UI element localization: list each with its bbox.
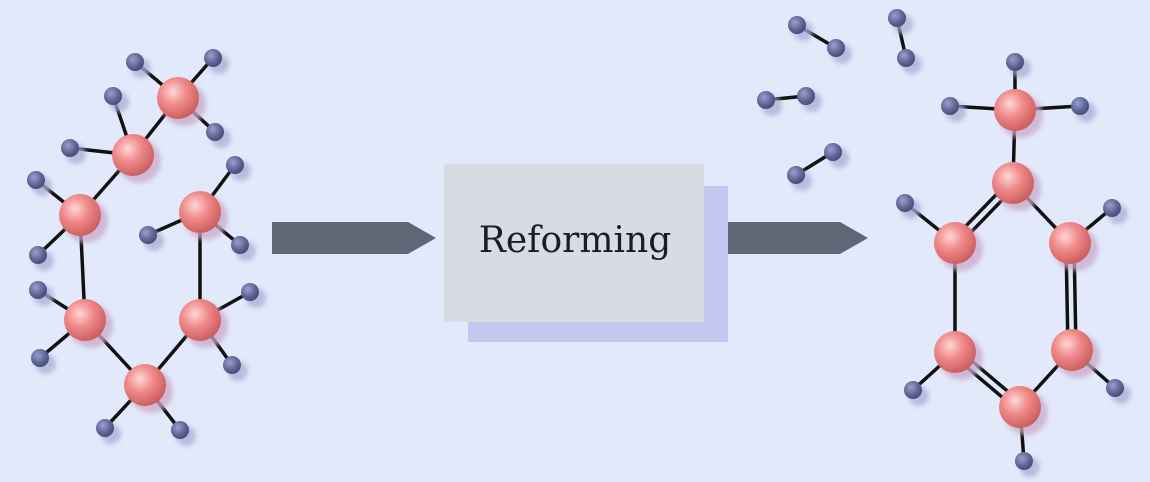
- reactant-hydrogen-atom: [29, 246, 47, 264]
- reactant-carbon-atom: [157, 77, 199, 119]
- reactant-hydrogen-atom: [96, 419, 114, 437]
- product-hydrogen-atom: [941, 97, 959, 115]
- product-carbon-atom: [934, 222, 976, 264]
- reactant-carbon-atom: [179, 299, 221, 341]
- reactant-hydrogen-atom: [104, 87, 122, 105]
- hydrogen-hydrogen-atom: [788, 16, 806, 34]
- hydrogen-molecules: [757, 9, 922, 191]
- reactant-carbon-atom: [59, 194, 101, 236]
- product-hydrogen-atom: [904, 381, 922, 399]
- reactant-hydrogen-atom: [231, 236, 249, 254]
- product-hydrogen-atom: [1015, 452, 1033, 470]
- reactant-hydrogen-atom: [171, 421, 189, 439]
- hydrogen-hydrogen-atom: [827, 39, 845, 57]
- hydrogen-atoms: [757, 9, 915, 184]
- reactant-hydrogen-atom: [61, 139, 79, 157]
- hydrogen-atom-shadows: [762, 14, 922, 191]
- reactant-carbon-atom: [64, 299, 106, 341]
- reactant-hydrogen-atom: [226, 156, 244, 174]
- reactant-hydrogen-atom: [29, 281, 47, 299]
- reactant-hydrogen-atom: [206, 123, 224, 141]
- product-hydrogen-atom: [1103, 199, 1121, 217]
- reactant-hydrogen-atom: [223, 356, 241, 374]
- product-hydrogen-atom: [1006, 53, 1024, 71]
- product-carbon-atom: [1051, 329, 1093, 371]
- hydrogen-hydrogen-atom: [787, 166, 805, 184]
- reactant-molecule: [27, 49, 266, 446]
- reactant-carbon-atom: [179, 191, 221, 233]
- hydrogen-hydrogen-atom: [888, 9, 906, 27]
- hydrogen-hydrogen-atom: [897, 49, 915, 67]
- product-carbon-atom: [999, 386, 1041, 428]
- reactant-hydrogen-atom: [241, 283, 259, 301]
- arrow-left: [272, 222, 436, 254]
- process-label: Reforming: [479, 220, 672, 261]
- reactant-hydrogen-atom: [126, 53, 144, 71]
- reactant-atoms: [27, 49, 259, 439]
- product-carbon-atom: [1049, 222, 1091, 264]
- reactant-hydrogen-atom: [31, 349, 49, 367]
- hydrogen-hydrogen-atom: [797, 87, 815, 105]
- process-box: Reforming: [444, 164, 728, 342]
- reactant-carbon-atom: [124, 364, 166, 406]
- hydrogen-hydrogen-atom: [757, 91, 775, 109]
- reactant-hydrogen-atom: [139, 226, 157, 244]
- product-hydrogen-atom: [1106, 379, 1124, 397]
- product-hydrogen-atom: [1071, 97, 1089, 115]
- product-molecule: [896, 53, 1131, 477]
- hydrogen-hydrogen-atom: [824, 143, 842, 161]
- product-carbon-atom: [934, 331, 976, 373]
- product-carbon-atom: [992, 162, 1034, 204]
- product-atoms: [896, 53, 1124, 470]
- arrow-right: [706, 222, 868, 254]
- product-hydrogen-atom: [896, 194, 914, 212]
- reactant-hydrogen-atom: [27, 171, 45, 189]
- product-carbon-atom: [994, 89, 1036, 131]
- reactant-carbon-atom: [112, 134, 154, 176]
- reactant-hydrogen-atom: [204, 49, 222, 67]
